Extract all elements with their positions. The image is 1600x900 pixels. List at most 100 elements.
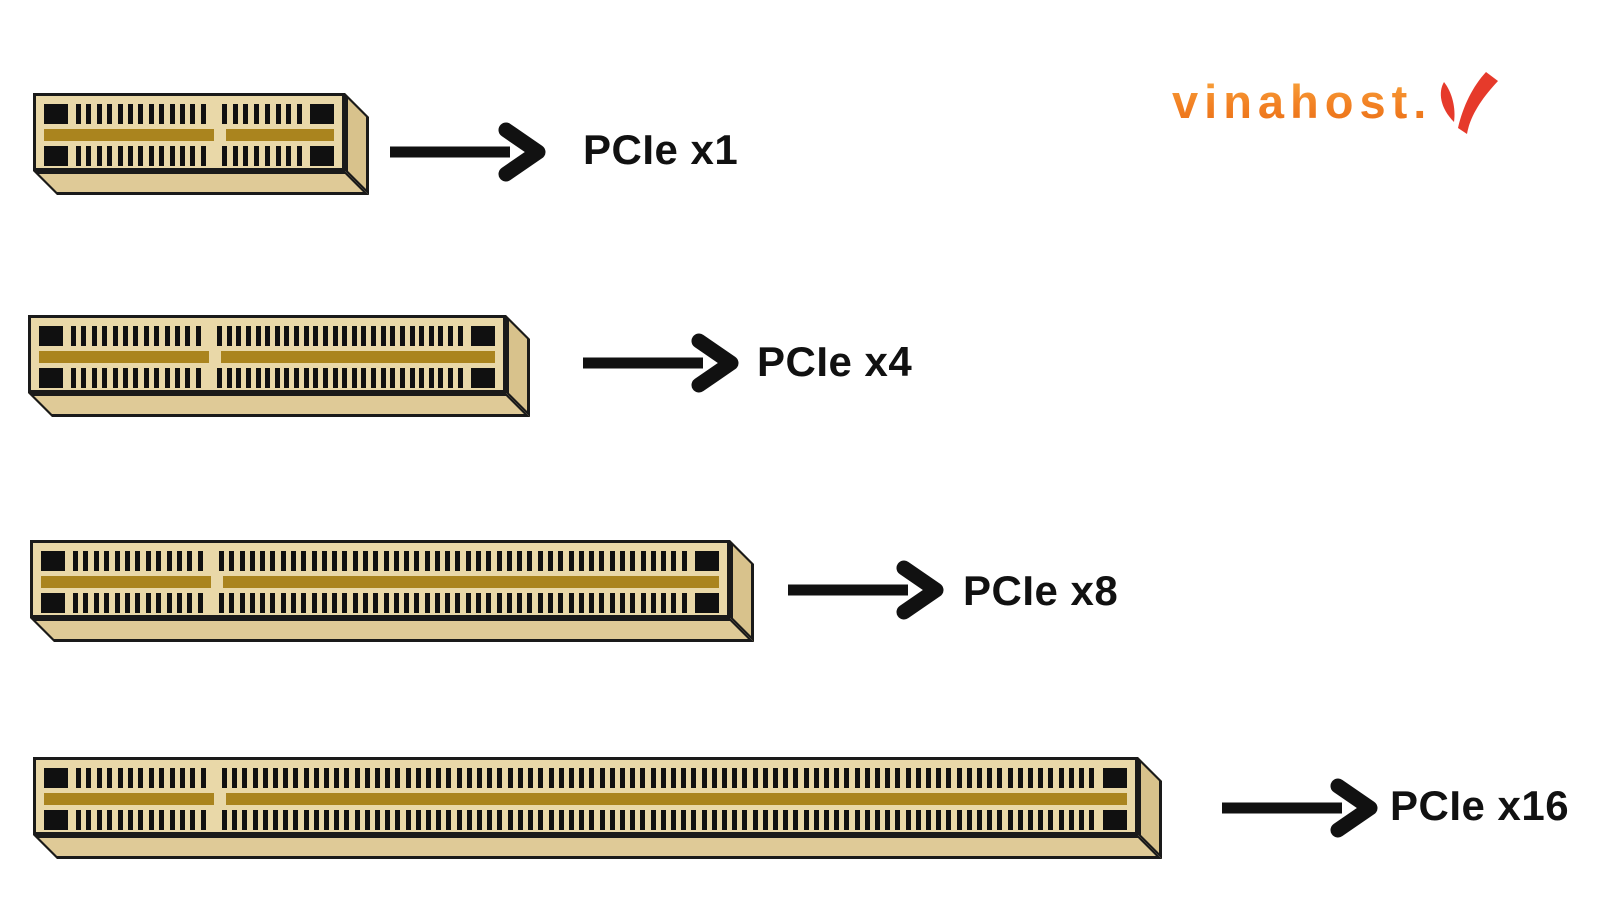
- key-notch: [209, 351, 221, 363]
- pin: [885, 768, 891, 788]
- pin: [579, 768, 585, 788]
- corner-pad: [44, 104, 68, 124]
- pin: [148, 810, 154, 830]
- pin: [640, 768, 646, 788]
- pin: [1007, 768, 1013, 788]
- pin: [303, 768, 309, 788]
- pin: [138, 768, 144, 788]
- pin: [180, 104, 186, 124]
- pin: [242, 768, 248, 788]
- pcie-x4-slot-graphic: [28, 315, 530, 417]
- pin: [497, 810, 503, 830]
- pin: [222, 768, 227, 788]
- pin: [133, 368, 139, 388]
- pin-group: [71, 368, 201, 388]
- slot-label-pcie-x8: PCIe x8: [963, 567, 1119, 614]
- pin-row: [39, 326, 495, 346]
- pin: [284, 326, 290, 346]
- key-bar: [221, 351, 495, 363]
- pin: [275, 104, 281, 124]
- pin: [915, 810, 921, 830]
- pin: [409, 368, 415, 388]
- pin: [383, 593, 389, 613]
- checkmark-icon: [1441, 72, 1499, 134]
- pin: [280, 551, 286, 571]
- pin: [313, 768, 319, 788]
- pin: [290, 551, 296, 571]
- pin: [294, 368, 299, 388]
- pin: [671, 551, 677, 571]
- pin: [997, 810, 1003, 830]
- pin: [487, 768, 493, 788]
- pin: [428, 368, 434, 388]
- corner-pad: [41, 593, 65, 613]
- pin: [721, 768, 727, 788]
- pin: [117, 146, 123, 166]
- pin: [180, 146, 186, 166]
- pin: [195, 326, 201, 346]
- pin: [166, 551, 172, 571]
- pin: [630, 593, 636, 613]
- pin: [691, 810, 697, 830]
- pin: [123, 368, 129, 388]
- corner-pad: [471, 326, 495, 346]
- pin: [578, 593, 584, 613]
- pin: [128, 768, 134, 788]
- pin-group: [76, 768, 206, 788]
- slot-bottom-face: [30, 618, 754, 642]
- pin: [762, 810, 768, 830]
- pin: [823, 810, 829, 830]
- pin: [448, 326, 453, 346]
- pin-group: [222, 104, 302, 124]
- pin: [568, 810, 574, 830]
- pin: [578, 551, 584, 571]
- pin: [630, 768, 636, 788]
- pin: [517, 551, 523, 571]
- pin: [650, 768, 656, 788]
- pin: [558, 551, 564, 571]
- pin: [274, 368, 280, 388]
- pin: [599, 593, 605, 613]
- pin: [419, 368, 425, 388]
- pin: [742, 768, 748, 788]
- pin: [732, 810, 738, 830]
- pin: [661, 551, 667, 571]
- pin: [190, 146, 196, 166]
- pin: [496, 593, 502, 613]
- pin: [232, 146, 238, 166]
- corner-pad: [695, 593, 719, 613]
- slot-label-pcie-x1: PCIe x1: [583, 126, 739, 173]
- pin: [457, 326, 463, 346]
- pin: [96, 104, 102, 124]
- pin: [265, 368, 271, 388]
- pin: [517, 810, 523, 830]
- pin: [486, 551, 492, 571]
- pin: [143, 326, 149, 346]
- pin: [854, 768, 860, 788]
- pin: [322, 326, 328, 346]
- pin: [274, 326, 280, 346]
- pin: [283, 768, 289, 788]
- pin: [404, 551, 410, 571]
- pin: [245, 368, 251, 388]
- pin: [558, 768, 564, 788]
- pin-group: [76, 104, 206, 124]
- pin-group: [73, 551, 203, 571]
- pin: [772, 810, 778, 830]
- pin: [895, 768, 901, 788]
- pin: [426, 768, 432, 788]
- pin: [476, 593, 482, 613]
- pin: [128, 104, 134, 124]
- pin: [854, 810, 860, 830]
- pin: [558, 810, 564, 830]
- pin: [280, 593, 286, 613]
- pin: [681, 551, 687, 571]
- pin: [324, 768, 330, 788]
- pin: [321, 593, 327, 613]
- pin: [286, 146, 292, 166]
- pin: [926, 810, 932, 830]
- pin: [145, 551, 151, 571]
- pin: [260, 551, 266, 571]
- pin: [579, 810, 585, 830]
- pin: [138, 810, 144, 830]
